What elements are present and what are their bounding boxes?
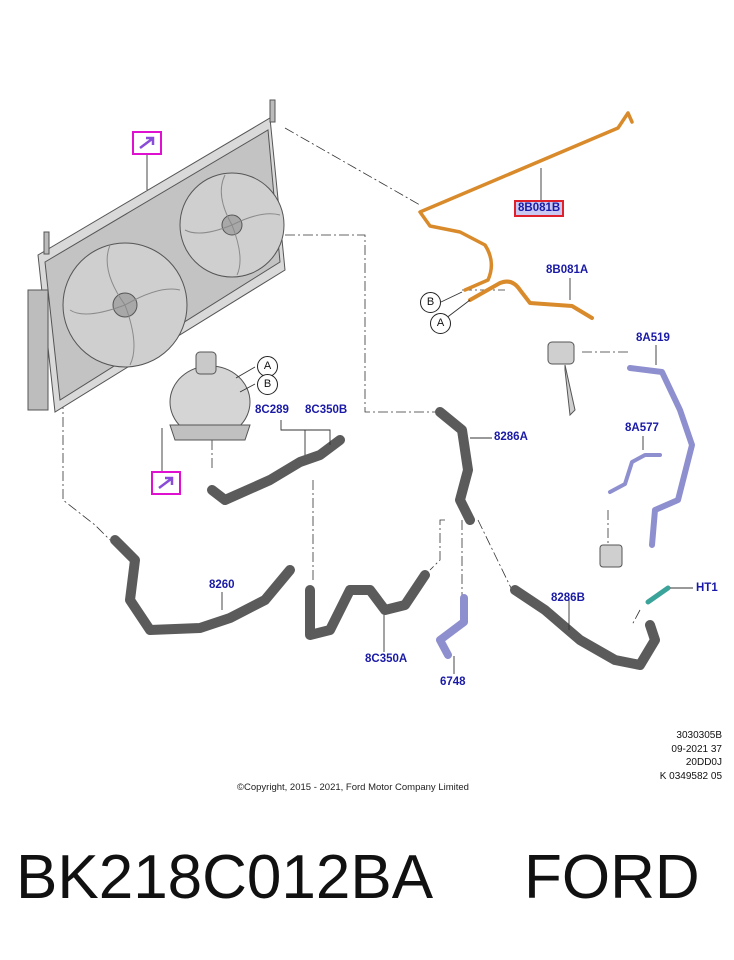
copyright-notice: ©Copyright, 2015 - 2021, Ford Motor Comp… [237, 782, 469, 793]
hose-8C289 [207, 435, 345, 505]
tube-8B081B [418, 111, 634, 292]
degas-tubes-highlighted [418, 111, 634, 320]
hose-8A519 [627, 365, 695, 548]
radiator-fan-assembly [27, 99, 286, 413]
part-label-8C289[interactable]: 8C289 [255, 404, 289, 416]
radiator-pin [269, 99, 276, 123]
callout-a-tube: A [430, 313, 451, 334]
coolant-hoses [110, 407, 660, 670]
hose-8C350A [305, 570, 430, 640]
pipe-6748 [436, 594, 468, 659]
part-label-8286B[interactable]: 8286B [551, 592, 585, 604]
arrow-icon [158, 476, 174, 489]
footer-brand: FORD [524, 843, 700, 912]
expansion-tank [169, 351, 251, 441]
part-label-8B081B[interactable]: 8B081B [514, 200, 565, 217]
part-label-8B081A[interactable]: 8B081A [546, 264, 589, 276]
attention-marker-tank [151, 471, 181, 495]
part-label-6748[interactable]: 6748 [440, 676, 466, 688]
part-label-HT1[interactable]: HT1 [696, 582, 718, 594]
part-label-8A519[interactable]: 8A519 [636, 332, 670, 344]
fan-right-blades [184, 174, 281, 276]
reference-line: K 0349582 05 [659, 770, 722, 782]
callout-b-tank: B [257, 374, 278, 395]
footer-part-number: BK218C012BA [16, 843, 434, 912]
callout-a-tank: A [257, 356, 278, 377]
part-label-8C350B[interactable]: 8C350B [305, 404, 348, 416]
fan-left-blades [69, 244, 181, 366]
heater-parts-highlighted [436, 365, 695, 659]
radiator-tank-left [27, 289, 49, 411]
arrow-icon [139, 136, 155, 149]
reference-line: 09-2021 37 [671, 743, 722, 755]
reference-line: 20DD0J [685, 757, 722, 768]
part-label-8286A[interactable]: 8286A [494, 431, 528, 443]
part-label-8260[interactable]: 8260 [209, 579, 235, 591]
hose-8286A [435, 407, 475, 525]
part-label-8C350A[interactable]: 8C350A [365, 653, 408, 665]
sensor-HT1 [645, 585, 671, 605]
heater-valve-components [547, 341, 623, 568]
label-pointers [146, 155, 693, 674]
attention-marker-radiator [132, 131, 162, 155]
radiator-pin-left [43, 231, 50, 255]
drawing-reference: 3030305B 09-2021 37 20DD0J K 0349582 05 [660, 729, 722, 783]
reference-line: 3030305B [676, 730, 722, 741]
callout-b-tube: B [420, 292, 441, 313]
bracket-8A577 [608, 453, 662, 494]
part-label-8A577[interactable]: 8A577 [625, 422, 659, 434]
hose-8260 [110, 535, 295, 635]
tube-8B081A [468, 279, 594, 320]
hose-8286B [510, 585, 660, 670]
